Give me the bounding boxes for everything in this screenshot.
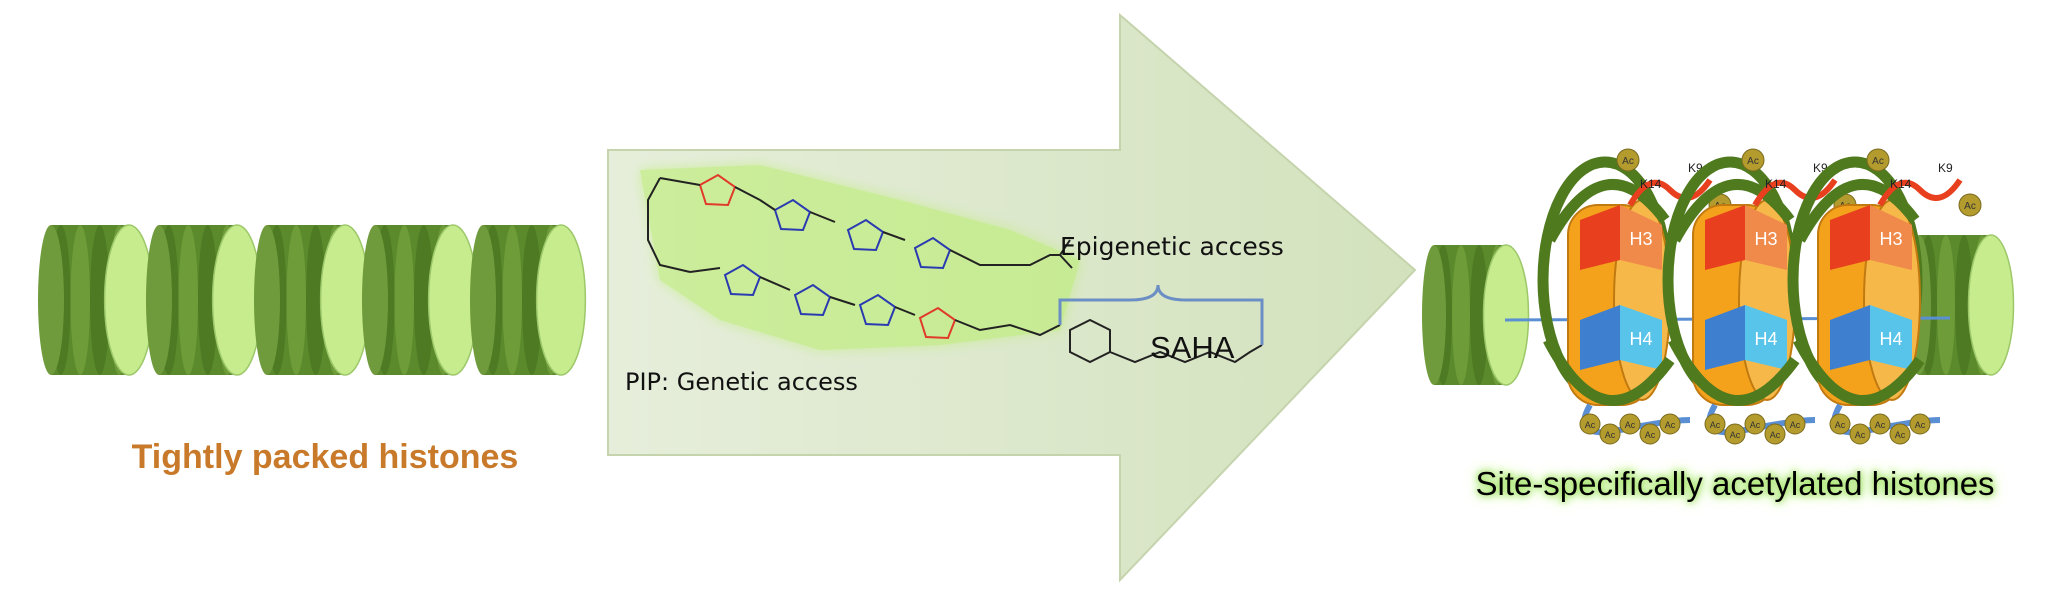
h4-block bbox=[1705, 305, 1745, 370]
h4-block bbox=[1580, 305, 1620, 370]
h4-block bbox=[1830, 305, 1870, 370]
ac-label: Ac bbox=[1872, 156, 1884, 167]
ac-bead bbox=[1704, 413, 1726, 435]
ac-bead bbox=[1849, 423, 1871, 445]
ac-label: Ac bbox=[1770, 430, 1781, 440]
epigenetic-label: Epigenetic access bbox=[1060, 232, 1284, 261]
ac-label: Ac bbox=[1964, 201, 1976, 212]
ac-bead bbox=[1764, 423, 1786, 445]
k14-label: K14 bbox=[1640, 177, 1662, 191]
k14-label: K14 bbox=[1890, 177, 1912, 191]
h3-label: H3 bbox=[1629, 229, 1652, 249]
saha-label: SAHA bbox=[1150, 330, 1235, 365]
ac-bead bbox=[1866, 148, 1890, 172]
ac-bead bbox=[1784, 413, 1806, 435]
histone-cylinder bbox=[254, 224, 371, 376]
ac-label: Ac bbox=[1710, 420, 1721, 430]
dna-wrap bbox=[1545, 179, 1670, 243]
h4-face bbox=[1745, 305, 1787, 370]
k14-label: K14 bbox=[1765, 177, 1787, 191]
h3-block bbox=[1705, 205, 1745, 270]
ac-bead bbox=[1619, 413, 1641, 435]
dna-wrap bbox=[1670, 179, 1795, 243]
h3-face bbox=[1870, 205, 1912, 270]
histone-cylinder bbox=[1422, 244, 1530, 386]
ac-label: Ac bbox=[1585, 420, 1596, 430]
ac-label: Ac bbox=[1622, 156, 1634, 167]
ac-bead bbox=[1744, 413, 1766, 435]
ac-label: Ac bbox=[1747, 156, 1759, 167]
h3-tail bbox=[1752, 178, 1838, 207]
histone-cylinder bbox=[362, 224, 479, 376]
ac-label: Ac bbox=[1915, 420, 1926, 430]
histone-cylinder bbox=[146, 224, 263, 376]
ac-label: Ac bbox=[1625, 420, 1636, 430]
ac-bead bbox=[1579, 413, 1601, 435]
h4-face bbox=[1620, 305, 1662, 370]
ac-label: Ac bbox=[1665, 420, 1676, 430]
ac-bead bbox=[1599, 423, 1621, 445]
ac-label: Ac bbox=[1790, 420, 1801, 430]
acetylated-nucleosomes: H3H4K9K14AcAcAcAcAcAcAcH3H4K9K14AcAcAcAc… bbox=[1504, 148, 1982, 445]
ac-bead bbox=[1829, 413, 1851, 435]
tightly-packed-histones bbox=[38, 224, 587, 376]
histone-cylinder bbox=[470, 224, 587, 376]
left-caption: Tightly packed histones bbox=[131, 438, 519, 476]
h4-label: H4 bbox=[1629, 329, 1652, 349]
h4-face bbox=[1870, 305, 1912, 370]
h3-face bbox=[1745, 205, 1787, 270]
pip-label: PIP: Genetic access bbox=[625, 368, 858, 396]
ac-bead bbox=[1889, 423, 1911, 445]
k9-label: K9 bbox=[1938, 161, 1953, 175]
ac-label: Ac bbox=[1730, 430, 1741, 440]
h3-block bbox=[1830, 205, 1870, 270]
ac-bead bbox=[1958, 193, 1982, 217]
pip-molecule bbox=[640, 165, 1264, 364]
right-caption: Site-specifically acetylated histones bbox=[1475, 465, 1995, 502]
h3-label: H3 bbox=[1754, 229, 1777, 249]
ac-bead bbox=[1909, 413, 1931, 435]
histone-cylinder bbox=[1907, 234, 2015, 376]
h3-tail bbox=[1877, 178, 1963, 207]
h4-label: H4 bbox=[1754, 329, 1777, 349]
dna-wrap bbox=[1543, 337, 1675, 406]
dna-wrap bbox=[1668, 337, 1800, 406]
ac-label: Ac bbox=[1605, 430, 1616, 440]
h3-block bbox=[1580, 205, 1620, 270]
ac-bead bbox=[1869, 413, 1891, 435]
h3-label: H3 bbox=[1879, 229, 1902, 249]
ac-bead bbox=[1659, 413, 1681, 435]
dna-wrap bbox=[1795, 179, 1920, 243]
ac-label: Ac bbox=[1895, 430, 1906, 440]
ac-label: Ac bbox=[1875, 420, 1886, 430]
h4-label: H4 bbox=[1879, 329, 1902, 349]
h3-tail bbox=[1627, 178, 1713, 207]
ac-label: Ac bbox=[1855, 430, 1866, 440]
ac-bead bbox=[1639, 423, 1661, 445]
ac-bead bbox=[1616, 148, 1640, 172]
ac-label: Ac bbox=[1645, 430, 1656, 440]
ac-bead bbox=[1741, 148, 1765, 172]
ac-label: Ac bbox=[1750, 420, 1761, 430]
histone-cylinder bbox=[38, 224, 155, 376]
flanking-histones bbox=[1422, 234, 2015, 386]
h3-face bbox=[1620, 205, 1662, 270]
ac-bead bbox=[1724, 423, 1746, 445]
dna-wrap bbox=[1793, 337, 1925, 406]
ac-label: Ac bbox=[1835, 420, 1846, 430]
